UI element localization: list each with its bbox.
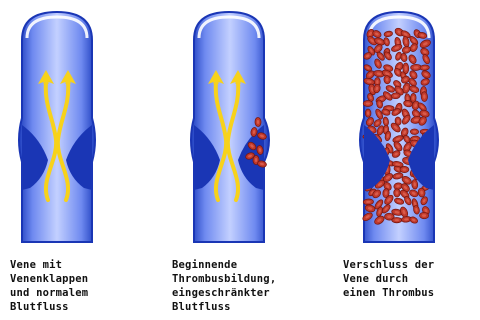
caption-line: Venenklappen — [10, 272, 160, 286]
blood-cell-highlight — [402, 168, 406, 170]
blood-cell-highlight — [366, 102, 370, 104]
caption-line: und normalem — [10, 286, 160, 300]
vein-beginning-thrombus — [191, 12, 269, 242]
caption-normal-flow: Vene mit Venenklappen und normalem Blutf… — [10, 258, 160, 314]
caption-beginning-thrombus: Beginnende Thrombusbildung, eingeschränk… — [172, 258, 322, 314]
caption-line: Blutfluss — [10, 300, 160, 314]
caption-line: einen Thrombus — [343, 286, 480, 300]
caption-line: Vene durch — [343, 272, 480, 286]
blood-cell-highlight — [386, 107, 391, 109]
vein-occlusion — [360, 12, 438, 242]
vein-normal-flow — [19, 12, 95, 242]
vein-wall — [19, 12, 95, 242]
caption-occlusion: Verschluss der Vene durch einen Thrombus — [343, 258, 480, 300]
caption-line: Verschluss der — [343, 258, 480, 272]
caption-line: Beginnende — [172, 258, 322, 272]
caption-line: Blutfluss — [172, 300, 322, 314]
blood-cell-highlight — [395, 219, 399, 221]
caption-line: Thrombusbildung, — [172, 272, 322, 286]
caption-line: Vene mit — [10, 258, 160, 272]
caption-line: eingeschränkter — [172, 286, 322, 300]
